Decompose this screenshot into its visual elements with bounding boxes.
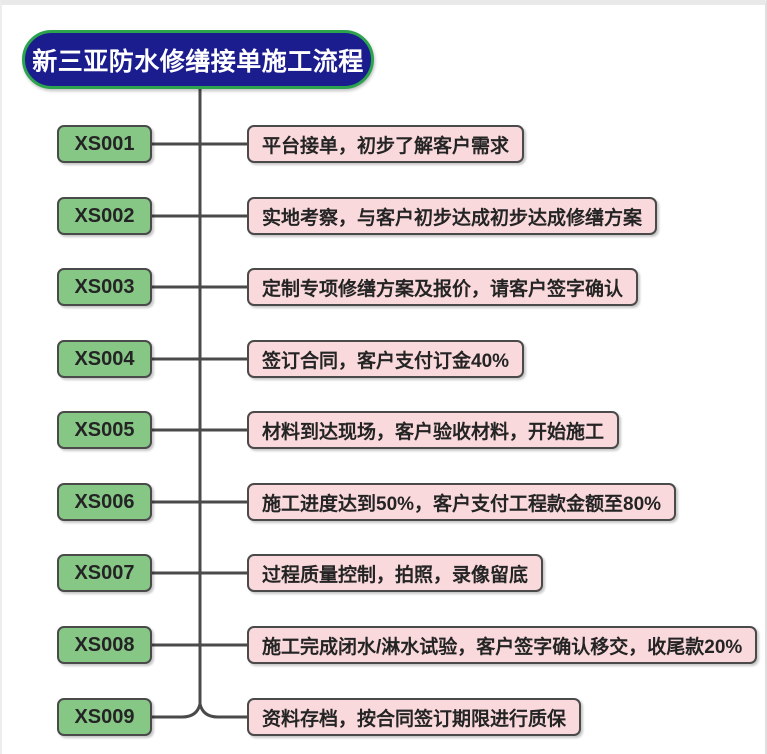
step-desc-box-8[interactable]: 施工完成闭水/淋水试验，客户签字确认移交，收尾款20%: [247, 626, 758, 664]
step-desc-box-7[interactable]: 过程质量控制，拍照，录像留底: [247, 554, 544, 592]
connector-lines: [150, 87, 249, 719]
step-code-box-8[interactable]: XS008: [57, 626, 152, 664]
step-code-box-9[interactable]: XS009: [57, 698, 152, 736]
page-title: 新三亚防水修缮接单施工流程: [32, 47, 364, 76]
step-desc-box-3[interactable]: 定制专项修缮方案及报价，请客户签字确认: [247, 268, 639, 306]
title-bubble[interactable]: 新三亚防水修缮接单施工流程: [22, 30, 374, 89]
step-desc-box-1[interactable]: 平台接单，初步了解客户需求: [247, 125, 525, 163]
step-code-box-3[interactable]: XS003: [57, 268, 152, 306]
step-code-box-7[interactable]: XS007: [57, 554, 152, 592]
step-desc-box-9[interactable]: 资料存档，按合同签订期限进行质保: [247, 698, 582, 736]
step-code-box-5[interactable]: XS005: [57, 411, 152, 449]
step-code-box-6[interactable]: XS006: [57, 483, 152, 521]
step-desc-box-4[interactable]: 签订合同，客户支付订金40%: [247, 340, 525, 378]
step-desc-box-2[interactable]: 实地考察，与客户初步达成初步达成修缮方案: [247, 197, 658, 235]
step-desc-box-6[interactable]: 施工进度达到50%，客户支付工程款金额至80%: [247, 483, 677, 521]
step-desc-box-5[interactable]: 材料到达现场，客户验收材料，开始施工: [247, 411, 620, 449]
step-code-box-4[interactable]: XS004: [57, 340, 152, 378]
step-code-box-1[interactable]: XS001: [57, 125, 152, 163]
step-code-box-2[interactable]: XS002: [57, 197, 152, 235]
